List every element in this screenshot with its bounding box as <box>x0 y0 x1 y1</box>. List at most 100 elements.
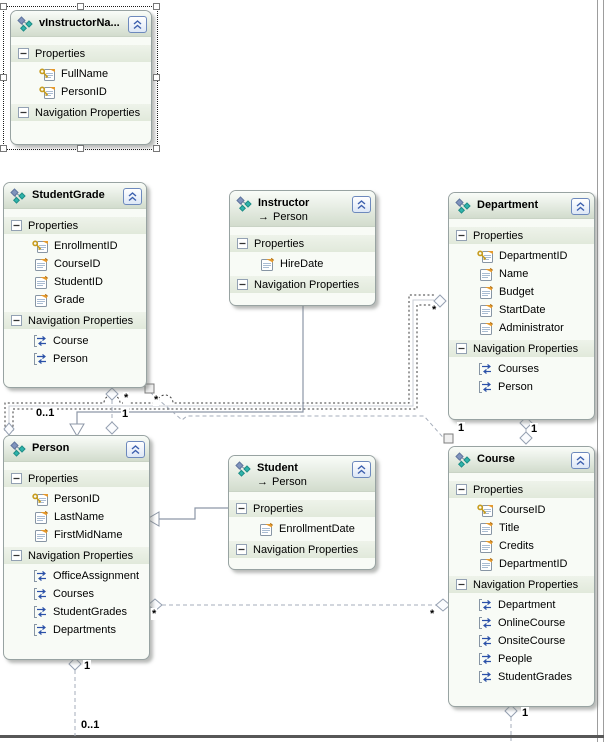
selection-handle[interactable] <box>76 3 84 10</box>
property-row-studentid[interactable]: StudentID <box>4 273 146 291</box>
section-header-properties[interactable]: Properties <box>229 500 375 517</box>
collapse-entity-button[interactable] <box>123 188 142 205</box>
property-row-course[interactable]: Course <box>4 332 146 350</box>
entity-header[interactable]: Department <box>449 193 594 219</box>
association-person-officeassignment[interactable] <box>68 657 82 736</box>
selection-handle[interactable] <box>0 3 7 10</box>
selection-handle[interactable] <box>0 145 7 152</box>
property-row-name[interactable]: Name <box>449 265 594 283</box>
connector-endpoint-handle[interactable] <box>144 383 155 394</box>
connector-line[interactable] <box>159 507 228 520</box>
collapse-entity-button[interactable] <box>352 196 371 213</box>
property-row-enrollmentid[interactable]: EnrollmentID <box>4 237 146 255</box>
connector-line[interactable] <box>150 392 449 444</box>
property-row-person[interactable]: Person <box>4 350 146 368</box>
association-studentgrade-course[interactable] <box>144 383 454 444</box>
entity-header[interactable]: Person <box>4 436 149 462</box>
entity-header[interactable]: vInstructorNa... <box>11 11 151 37</box>
section-header-properties[interactable]: Properties <box>449 481 594 498</box>
collapse-entity-button[interactable] <box>571 452 590 469</box>
property-row-grade[interactable]: Grade <box>4 291 146 309</box>
section-header-properties[interactable]: Properties <box>11 45 151 62</box>
association-course-bottom[interactable] <box>504 704 518 741</box>
association-studentgrade-person[interactable] <box>105 387 119 435</box>
connector-line[interactable] <box>4 294 436 431</box>
property-row-enrollmentdate[interactable]: EnrollmentDate <box>229 520 375 538</box>
collapse-section-icon[interactable] <box>11 473 22 484</box>
selection-handle[interactable] <box>153 3 160 10</box>
property-row-departmentid[interactable]: DepartmentID <box>449 555 594 573</box>
connector-line[interactable] <box>76 304 304 424</box>
connector-endpoint-handle[interactable] <box>443 433 454 444</box>
property-row-people[interactable]: People <box>449 650 594 668</box>
section-header-navigation-properties[interactable]: Navigation Properties <box>230 276 375 293</box>
property-row-studentgrades[interactable]: StudentGrades <box>4 603 149 621</box>
section-header-properties[interactable]: Properties <box>4 217 146 234</box>
property-row-courseid[interactable]: CourseID <box>449 501 594 519</box>
inheritance-student-person[interactable] <box>146 507 228 527</box>
collapse-section-icon[interactable] <box>11 550 22 561</box>
property-row-firstmidname[interactable]: FirstMidName <box>4 526 149 544</box>
collapse-entity-button[interactable] <box>128 16 147 33</box>
association-person-course[interactable] <box>147 598 451 612</box>
section-header-properties[interactable]: Properties <box>230 235 375 252</box>
collapse-section-icon[interactable] <box>456 230 467 241</box>
entity-header[interactable]: Course <box>449 447 594 473</box>
association-department-course[interactable] <box>519 416 533 445</box>
collapse-section-icon[interactable] <box>237 238 248 249</box>
section-header-navigation-properties[interactable]: Navigation Properties <box>4 312 146 329</box>
property-row-departments[interactable]: Departments <box>4 621 149 639</box>
property-row-hiredate[interactable]: HireDate <box>230 255 375 273</box>
property-row-courses[interactable]: Courses <box>449 360 594 378</box>
section-header-navigation-properties[interactable]: Navigation Properties <box>11 104 151 121</box>
property-row-department[interactable]: Department <box>449 596 594 614</box>
property-row-departmentid[interactable]: DepartmentID <box>449 247 594 265</box>
property-row-lastname[interactable]: LastName <box>4 508 149 526</box>
inheritance-instructor-person[interactable] <box>69 304 304 437</box>
collapse-section-icon[interactable] <box>236 544 247 555</box>
property-row-credits[interactable]: Credits <box>449 537 594 555</box>
section-header-properties[interactable]: Properties <box>4 470 149 487</box>
collapse-section-icon[interactable] <box>456 484 467 495</box>
section-header-navigation-properties[interactable]: Navigation Properties <box>4 547 149 564</box>
entity-header[interactable]: Instructor →Person <box>230 191 375 227</box>
collapse-section-icon[interactable] <box>236 503 247 514</box>
section-header-navigation-properties[interactable]: Navigation Properties <box>449 340 594 357</box>
collapse-section-icon[interactable] <box>456 579 467 590</box>
property-row-officeassignment[interactable]: OfficeAssignment <box>4 567 149 585</box>
section-header-navigation-properties[interactable]: Navigation Properties <box>229 541 375 558</box>
entity-header[interactable]: Student →Person <box>229 456 375 492</box>
collapse-section-icon[interactable] <box>18 107 29 118</box>
selection-handle[interactable] <box>153 145 160 152</box>
property-row-courses[interactable]: Courses <box>4 585 149 603</box>
property-row-budget[interactable]: Budget <box>449 283 594 301</box>
collapse-entity-button[interactable] <box>571 198 590 215</box>
section-header-properties[interactable]: Properties <box>449 227 594 244</box>
property-row-personid[interactable]: PersonID <box>4 490 149 508</box>
selection-handle[interactable] <box>0 74 7 81</box>
property-row-title[interactable]: Title <box>449 519 594 537</box>
collapse-section-icon[interactable] <box>18 48 29 59</box>
collapse-section-icon[interactable] <box>237 279 248 290</box>
collapse-section-icon[interactable] <box>456 343 467 354</box>
property-row-courseid[interactable]: CourseID <box>4 255 146 273</box>
property-row-fullname[interactable]: FullName <box>11 65 151 83</box>
property-row-person[interactable]: Person <box>449 378 594 396</box>
collapse-section-icon[interactable] <box>11 220 22 231</box>
property-row-onsitecourse[interactable]: OnsiteCourse <box>449 632 594 650</box>
property-row-administrator[interactable]: Administrator <box>449 319 594 337</box>
selection-handle[interactable] <box>76 145 84 152</box>
section-header-navigation-properties[interactable]: Navigation Properties <box>449 576 594 593</box>
connector-line[interactable] <box>12 304 436 431</box>
property-row-personid[interactable]: PersonID <box>11 83 151 101</box>
entity-header[interactable]: StudentGrade <box>4 183 146 209</box>
property-row-studentgrades[interactable]: StudentGrades <box>449 668 594 686</box>
